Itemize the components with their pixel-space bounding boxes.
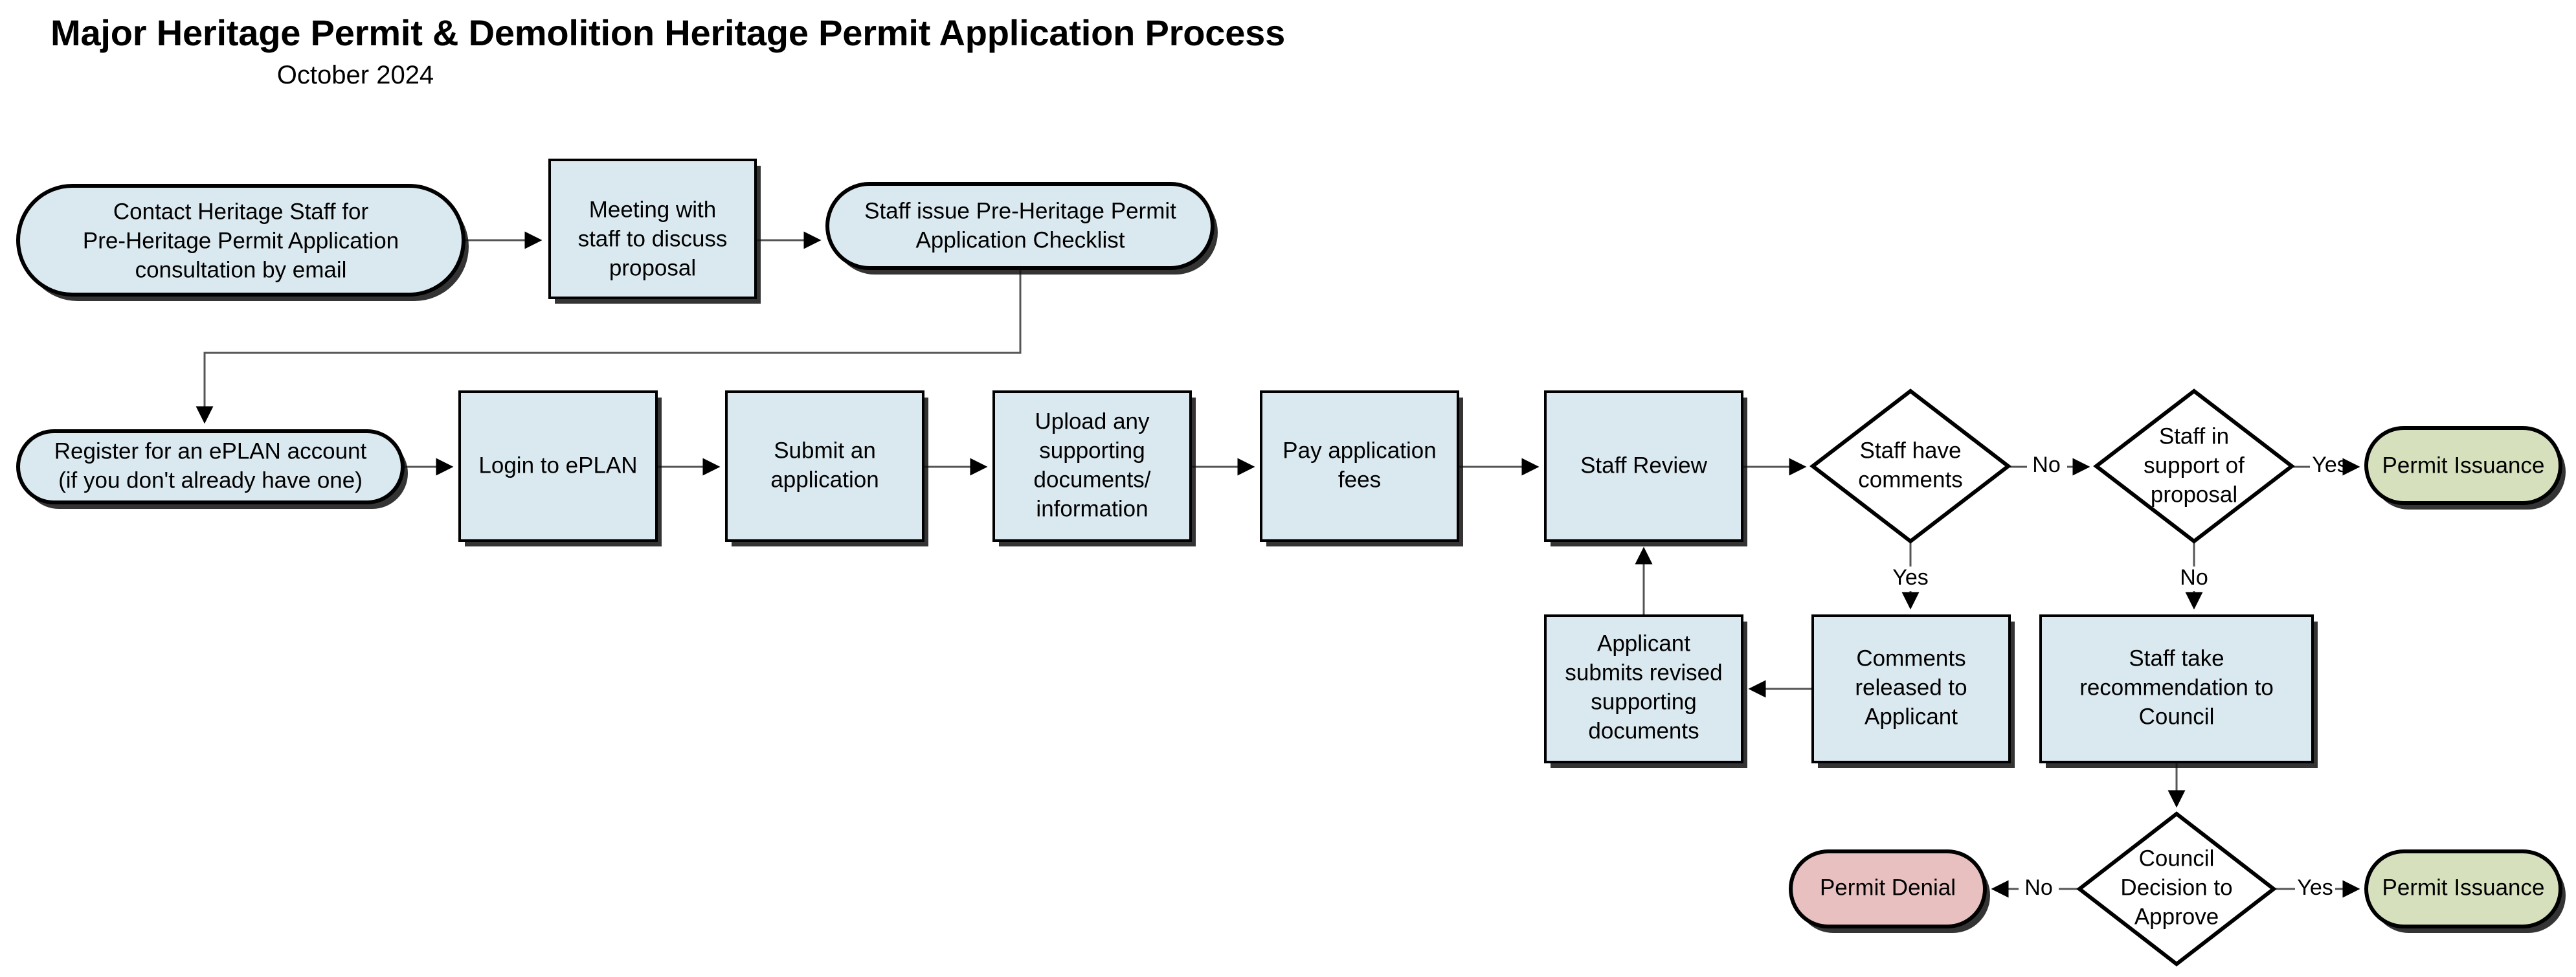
node-label-line: Council (2139, 846, 2215, 871)
node-label-line: Staff have (1860, 438, 1962, 463)
edge-label-layer: No Yes Yes No No Yes (1892, 453, 2347, 900)
node-decision-staff-in-support[interactable]: Staff in support of proposal (2093, 388, 2295, 544)
edge-label-comments-yes: Yes (1892, 565, 1928, 590)
node-label-line: documents (1588, 718, 1699, 743)
edge-layer (196, 231, 2357, 889)
node-contact-heritage-staff[interactable]: Contact Heritage Staff for Pre-Heritage … (16, 184, 469, 301)
node-label-line: staff to discuss (578, 226, 728, 251)
node-label-line: consultation by email (135, 257, 347, 282)
node-decision-staff-have-comments[interactable]: Staff have comments (1809, 388, 2011, 544)
node-label-line: documents/ (1034, 467, 1151, 492)
node-decision-council-approve[interactable]: Council Decision to Approve (2076, 811, 2277, 967)
node-label-line: support of (2144, 453, 2245, 478)
node-label-line: Staff take (2129, 646, 2224, 671)
node-label-line: supporting (1039, 438, 1145, 463)
node-label-line: Comments (1856, 646, 1966, 671)
edge-label-council-yes: Yes (2297, 875, 2333, 900)
node-label-line: Permit Issuance (2382, 453, 2545, 478)
node-label-line: Register for an ePLAN account (54, 438, 367, 464)
node-label-line: Staff Review (1580, 453, 1708, 478)
node-staff-review[interactable]: Staff Review (1544, 390, 1747, 546)
node-label-line: Staff in (2159, 423, 2229, 449)
node-label-line: Pay application (1282, 438, 1436, 463)
node-applicant-submits-revised-documents[interactable]: Applicant submits revised supporting doc… (1544, 614, 1747, 768)
node-label-line: fees (1338, 467, 1381, 492)
node-label-line: Contact Heritage Staff for (113, 199, 369, 224)
node-label-line: Meeting with (589, 197, 716, 222)
node-upload-supporting-documents[interactable]: Upload any supporting documents/ informa… (992, 390, 1196, 546)
node-label-line: (if you don't already have one) (58, 467, 363, 493)
node-label-line: Pre-Heritage Permit Application (83, 228, 399, 253)
edge-label-comments-no: No (2032, 453, 2060, 477)
node-label-line: supporting (1591, 689, 1696, 714)
node-staff-issue-checklist[interactable]: Staff issue Pre-Heritage Permit Applicat… (825, 182, 1218, 275)
node-label-line: Staff issue Pre-Heritage Permit (864, 198, 1176, 223)
node-label-line: submits revised (1565, 660, 1722, 685)
node-staff-take-recommendation-to-council[interactable]: Staff take recommendation to Council (2039, 614, 2318, 768)
edge-label-support-no: No (2180, 565, 2208, 590)
node-login-to-eplan[interactable]: Login to ePLAN (458, 390, 662, 546)
node-label-line: Upload any (1035, 409, 1150, 434)
edge-checklist-to-register (196, 268, 1022, 424)
node-submit-application[interactable]: Submit an application (725, 390, 928, 546)
node-label-line: Submit an (774, 438, 876, 463)
node-comments-released-to-applicant[interactable]: Comments released to Applicant (1811, 614, 2015, 768)
node-label-line: Permit Denial (1820, 875, 1956, 900)
node-label-line: Applicant (1865, 704, 1958, 729)
node-label-line: Council (2139, 704, 2215, 729)
node-label-line: information (1036, 496, 1148, 521)
node-label-line: released to (1855, 675, 1967, 700)
node-register-eplan-account[interactable]: Register for an ePLAN account (if you do… (16, 429, 408, 509)
node-pay-application-fees[interactable]: Pay application fees (1260, 390, 1463, 546)
node-label-line: Login to ePLAN (478, 453, 637, 478)
node-permit-issuance-staff-approved[interactable]: Permit Issuance (2364, 426, 2566, 510)
node-label-line: proposal (2151, 482, 2237, 507)
node-label-line: application (770, 467, 879, 492)
page-title: Major Heritage Permit & Demolition Herit… (50, 12, 1286, 53)
node-label-line: comments (1858, 467, 1962, 492)
edge-label-council-no: No (2024, 875, 2052, 900)
node-meeting-with-staff[interactable]: Meeting with staff to discuss proposal (548, 159, 761, 304)
edge-label-support-yes: Yes (2312, 453, 2347, 477)
node-label-line: Approve (2134, 904, 2219, 929)
node-label-line: recommendation to (2079, 675, 2274, 700)
title-block: Major Heritage Permit & Demolition Herit… (0, 0, 1372, 90)
node-label-line: Applicant (1597, 631, 1690, 656)
node-permit-issuance-council-approved[interactable]: Permit Issuance (2364, 849, 2566, 933)
node-label-line: proposal (609, 255, 696, 280)
page-subtitle: October 2024 (276, 60, 434, 89)
node-label-line: Decision to (2120, 875, 2232, 900)
node-label-line: Permit Issuance (2382, 875, 2545, 900)
node-label-line: Application Checklist (916, 227, 1125, 253)
node-permit-denial[interactable]: Permit Denial (1789, 849, 1990, 933)
